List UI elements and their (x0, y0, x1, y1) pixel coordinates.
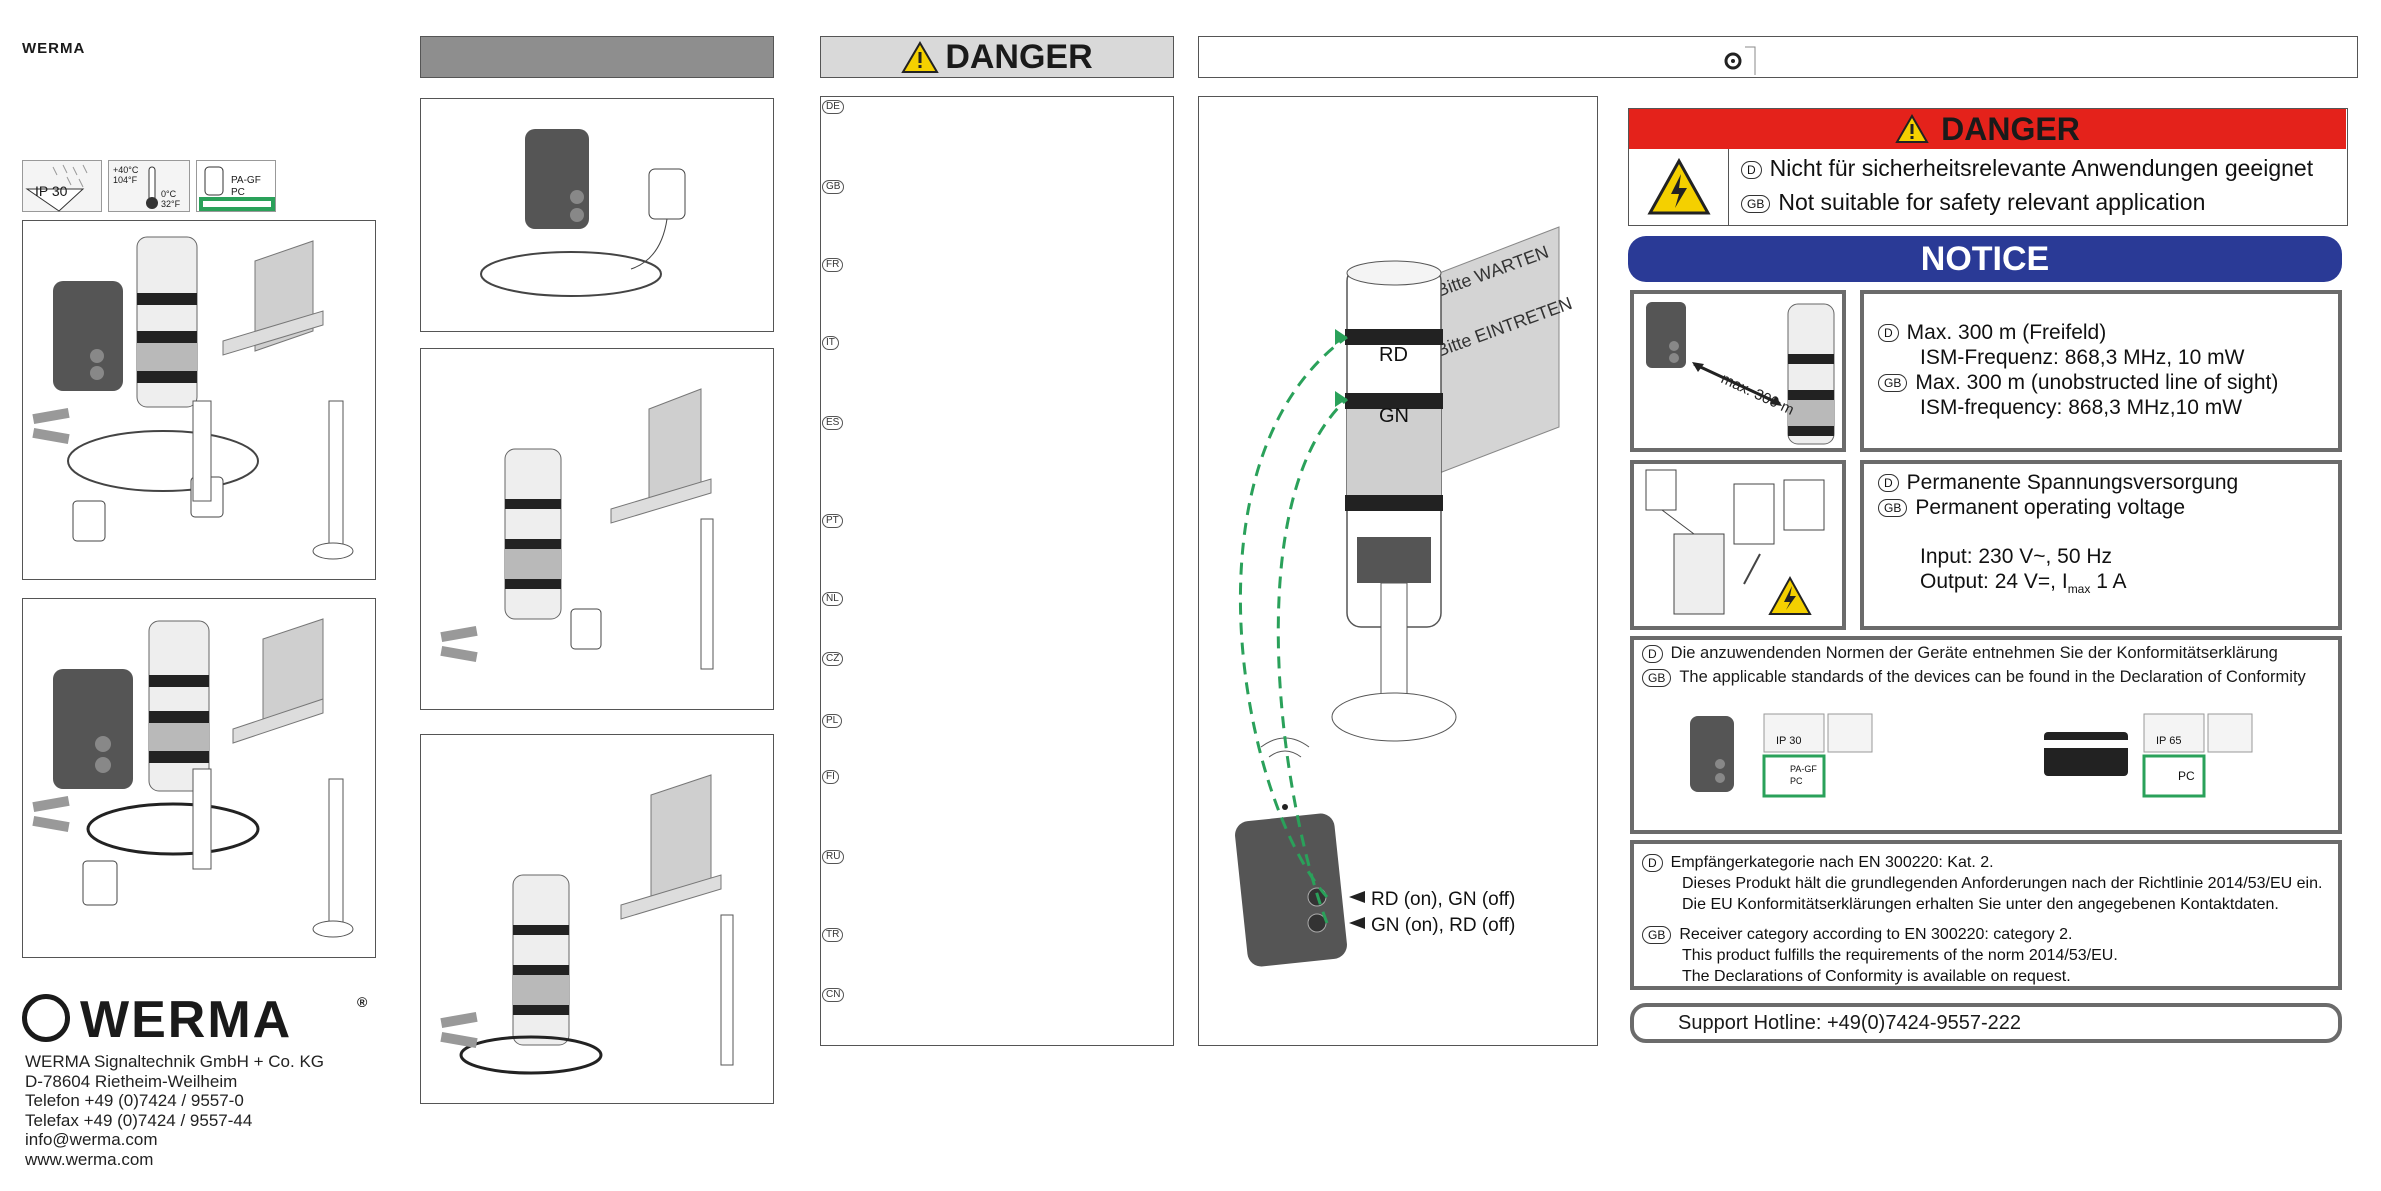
button-1-label: RD (on), GN (off) (1371, 889, 1515, 910)
address-line: D-78604 Rietheim-Weilheim (25, 1071, 238, 1091)
lang-badge-d: D (1878, 324, 1899, 343)
warning-icon (901, 41, 940, 73)
material-b-label: PC (2178, 769, 2195, 783)
lang-badge-d: D (1642, 853, 1663, 872)
material-a2-label: PC (1790, 776, 1803, 786)
spec-icons-row: IP 30 +40°C 104°F 0°C 32°F PA-GF PC (22, 160, 278, 212)
lang-code-fi: FI (822, 770, 839, 784)
temperature-icon: +40°C 104°F 0°C 32°F (108, 160, 190, 212)
electric-hazard-icon (1629, 149, 1729, 225)
ip-30-label: IP 30 (1776, 735, 1802, 747)
range-label: max. 300 m (1718, 370, 1796, 419)
lang-badge-gb: GB (1878, 374, 1908, 393)
grey-header-bar (420, 36, 774, 78)
lang-code-fr: FR (822, 258, 844, 272)
installation-illustration: Bitte WARTEN Bitte EINTRETEN RD GN RD (o… (1198, 96, 1598, 1046)
settings-header-bar (1198, 36, 2358, 78)
lang-code-es: ES (822, 416, 844, 430)
lang-code-nl: NL (822, 592, 843, 606)
rd-label: RD (1379, 344, 1408, 366)
notice-title: NOTICE (1920, 239, 2050, 278)
ip-rating-icon: IP 30 (22, 160, 102, 212)
lang-code-de: DE (822, 100, 844, 114)
lang-badge-d: D (1642, 644, 1663, 663)
lang-code-it: IT (822, 336, 839, 350)
support-hotline-text: Support Hotline: +49(0)7424-9557-222 (1678, 1011, 2022, 1034)
address-line: Telefax +49 (0)7424 / 9557-44 (25, 1110, 253, 1130)
gear-icon (1724, 46, 1756, 75)
lang-code-ru: RU (822, 850, 845, 864)
lang-badge-d: D (1878, 474, 1899, 493)
lang-code-cz: CZ (822, 652, 844, 666)
range-illustration: max. 300 m (1630, 290, 1846, 452)
lang-badge-d: D (1741, 160, 1762, 179)
lang-code-tr: TR (822, 928, 844, 942)
address-line: info@werma.com (25, 1130, 158, 1149)
address-line: WERMA Signaltechnik GmbH + Co. KG (25, 1052, 325, 1071)
gn-label: GN (1379, 405, 1409, 427)
material-a1-label: PA-GF (1790, 764, 1817, 774)
danger-title: DANGER (1941, 110, 2080, 147)
material-label-2: PC (231, 187, 245, 198)
lang-badge-gb: GB (1878, 499, 1908, 518)
contents-illustration-1 (420, 98, 774, 332)
address-line: Telefon +49 (0)7424 / 9557-0 (25, 1091, 244, 1110)
lang-code-pl: PL (822, 714, 843, 728)
kit-illustration-1 (22, 220, 376, 580)
notice-banner: NOTICE (1628, 236, 2342, 282)
support-hotline: Support Hotline: +49(0)7424-9557-222 (1630, 1003, 2342, 1043)
lang-code-gb: GB (822, 180, 845, 194)
werma-emblem-icon (22, 994, 70, 1042)
temp-high-label: +40°C 104°F (113, 165, 139, 185)
address-line: www.werma.com (25, 1149, 154, 1169)
power-illustration (1630, 460, 1846, 630)
danger-header-title: DANGER (945, 37, 1093, 76)
danger-title-bar: DANGER (1629, 109, 2346, 149)
contents-illustration-3 (420, 734, 774, 1104)
material-label-1: PA-GF (231, 175, 261, 186)
power-output: Output: 24 V=, Imax 1 A (1920, 570, 2127, 597)
danger-header-bar: DANGER (820, 36, 1174, 78)
power-input: Input: 230 V~, 50 Hz (1920, 545, 2113, 568)
lang-code-cn: CN (822, 988, 845, 1002)
company-address: WERMA Signaltechnik GmbH + Co. KG D-7860… (25, 1052, 324, 1169)
button-2-label: GN (on), RD (off) (1371, 915, 1515, 936)
ip-65-label: IP 65 (2156, 735, 2182, 747)
rain-icon (25, 164, 88, 212)
lang-badge-gb: GB (1642, 668, 1672, 687)
lang-badge-gb: GB (1642, 925, 1672, 944)
werma-logo-small: WERMA (22, 40, 86, 57)
warning-icon (1895, 114, 1929, 143)
temp-low-label: 0°C 32°F (161, 189, 181, 209)
kit-illustration-2 (22, 598, 376, 958)
material-icon: PA-GF PC (196, 160, 276, 212)
contents-illustration-2 (420, 348, 774, 710)
language-text-panel (820, 96, 1174, 1046)
lang-badge-gb: GB (1741, 194, 1771, 213)
lang-code-pt: PT (822, 514, 843, 528)
ip-rating-label: IP 30 (35, 183, 68, 199)
